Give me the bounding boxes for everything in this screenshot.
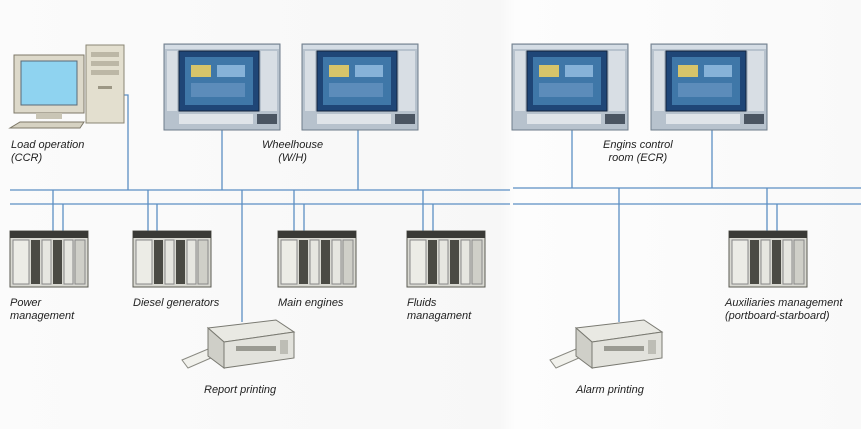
label-power-management: Power management <box>10 297 75 322</box>
plc-main-engines-icon <box>277 230 357 288</box>
plc-fluids-management-icon <box>406 230 486 288</box>
wheelhouse-panel-2-icon <box>301 43 419 131</box>
report-printer-icon <box>181 319 296 369</box>
label-engine-control-room: Engins control room (ECR) <box>603 139 673 164</box>
label-auxiliaries-management: Auxiliaries management (portboard-starbo… <box>725 297 843 322</box>
label-alarm-printing: Alarm printing <box>576 384 644 396</box>
plc-power-management-icon <box>9 230 89 288</box>
ecr-panel-1-icon <box>511 43 629 131</box>
ecr-panel-2-icon <box>650 43 768 131</box>
label-main-engines: Main engines <box>278 297 344 309</box>
label-diesel-generators: Diesel generators <box>133 297 220 309</box>
plc-auxiliaries-management-icon <box>728 230 808 288</box>
label-fluids-management: Fluids managament <box>407 297 472 322</box>
workstation-computer-icon <box>8 44 125 129</box>
label-load-operation: Load operation (CCR) <box>11 139 85 164</box>
label-report-printing: Report printing <box>204 384 277 396</box>
plc-diesel-generators-icon <box>132 230 212 288</box>
label-wheelhouse: Wheelhouse (W/H) <box>262 139 324 164</box>
wheelhouse-panel-1-icon <box>163 43 281 131</box>
alarm-printer-icon <box>549 319 664 369</box>
